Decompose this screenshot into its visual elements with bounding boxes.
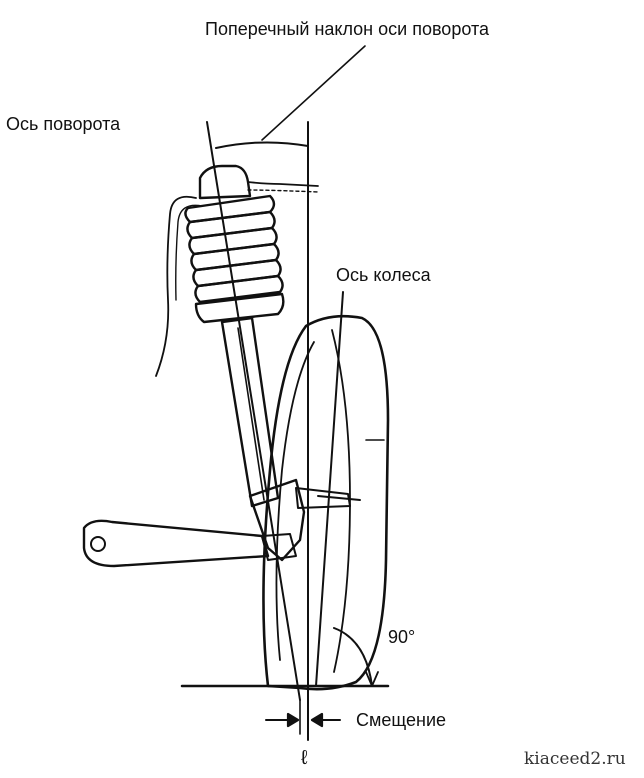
body-panel xyxy=(247,181,319,187)
strut-body xyxy=(220,316,280,508)
offset-label: Смещение xyxy=(356,710,447,730)
wheel-axis-line xyxy=(315,291,344,687)
coil-spring xyxy=(184,194,284,304)
tyre-outline xyxy=(262,314,390,691)
brake-hose-inner xyxy=(175,204,203,301)
strut-top-mount xyxy=(198,164,252,200)
steering-knuckle xyxy=(248,478,306,562)
axle-stub xyxy=(317,495,361,501)
right-angle-label: 90° xyxy=(388,627,416,647)
right-angle-arc xyxy=(333,627,373,687)
spring-seat xyxy=(194,292,285,324)
watermark: kiaceed2.ru xyxy=(524,749,626,769)
ball-joint xyxy=(261,533,297,561)
inclination-leader xyxy=(261,45,366,141)
steering-axis-label: Ось поворота xyxy=(6,114,121,134)
offset-arrowhead-left xyxy=(286,712,300,728)
kingpin-inclination-label: Поперечный наклон оси поворота xyxy=(205,19,490,39)
right-angle-arrow xyxy=(365,671,379,687)
lower-control-arm xyxy=(82,519,270,568)
wheel-axis-label: Ось колеса xyxy=(336,265,431,285)
offset-arrowhead-right xyxy=(310,712,324,728)
brake-hose xyxy=(155,195,197,377)
tyre-rim-line xyxy=(331,329,351,673)
control-arm-bushing xyxy=(90,536,106,552)
body-panel-lower xyxy=(247,189,319,193)
strut-rod xyxy=(237,327,265,501)
centerline-symbol: ℓ xyxy=(301,747,308,769)
tyre-inner-line xyxy=(275,341,315,661)
inclination-arc xyxy=(215,141,309,149)
steering-axis-line xyxy=(206,121,301,701)
